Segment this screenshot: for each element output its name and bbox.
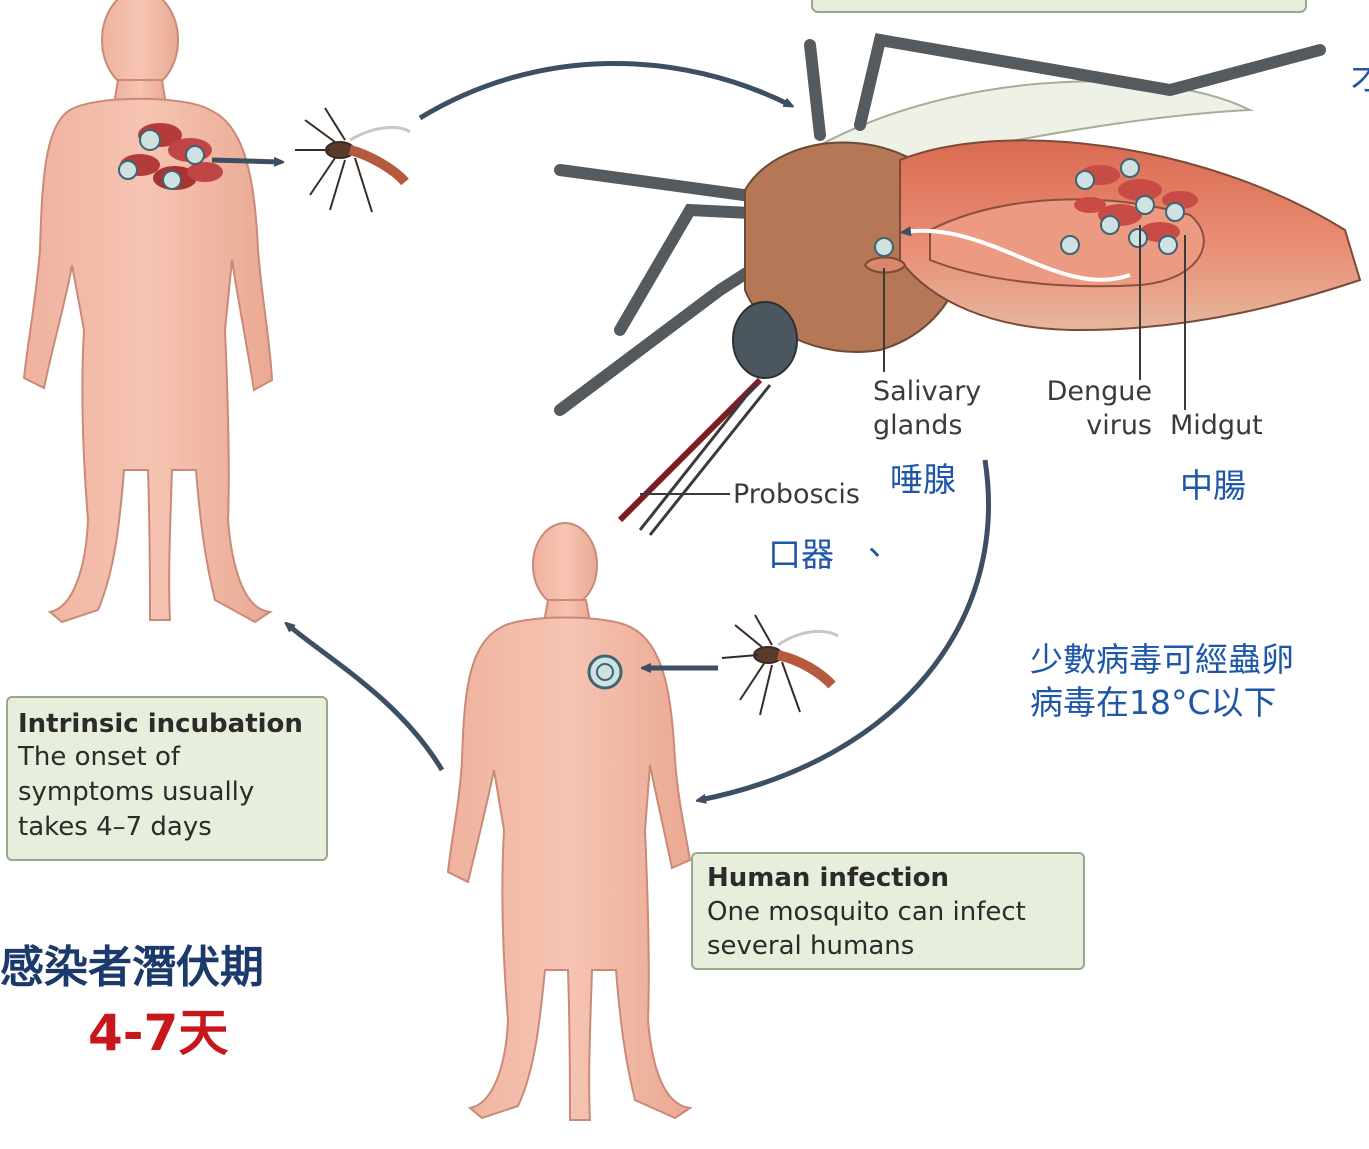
zh-label-midgut: 中腸 [1180,466,1246,506]
cycle-arrow-top [420,63,790,118]
zh-label-salivary: 唾腺 [890,460,956,500]
label-midgut: Midgut [1170,409,1263,443]
zh-label-top-right: 才 [1351,58,1369,98]
human-infection-title: Human infection [707,861,1069,895]
callout-days-range: 4-7 [88,1004,178,1062]
zh-note-line2: 病毒在18°C以下 [1030,683,1277,723]
intrinsic-incubation-box: Intrinsic incubation The onset of sympto… [6,696,328,861]
top-partial-box [812,0,1306,12]
callout-days-unit: 天 [178,1004,228,1062]
human-infection-body: One mosquito can infect several humans [707,895,1069,963]
zh-label-comma: 、 [868,524,901,564]
mosquito-cutaway [560,40,1360,535]
callout-days: 4-7天 [88,1000,228,1066]
zh-label-mouthparts: 口器 [768,535,834,575]
label-salivary-glands: Salivary glands [873,375,1003,443]
mosquito-small-top [295,108,410,212]
label-proboscis: Proboscis [733,478,860,512]
virus-on-center-human [589,656,621,688]
human-infection-box: Human infection One mosquito can infect … [691,852,1085,970]
arrow-human-to-mosquito [212,160,280,162]
label-dengue-virus: Dengue virus [1032,375,1152,443]
callout-incubation-period: 感染者潛伏期 [0,940,264,996]
human-figure-center [448,523,690,1120]
mosquito-small-bottom [722,615,838,715]
human-figure-left [24,0,272,622]
intrinsic-incubation-body: The onset of symptoms usually takes 4–7 … [18,740,316,845]
zh-note-line1: 少數病毒可經蟲卵 [1030,640,1294,680]
intrinsic-incubation-title: Intrinsic incubation [18,708,316,740]
